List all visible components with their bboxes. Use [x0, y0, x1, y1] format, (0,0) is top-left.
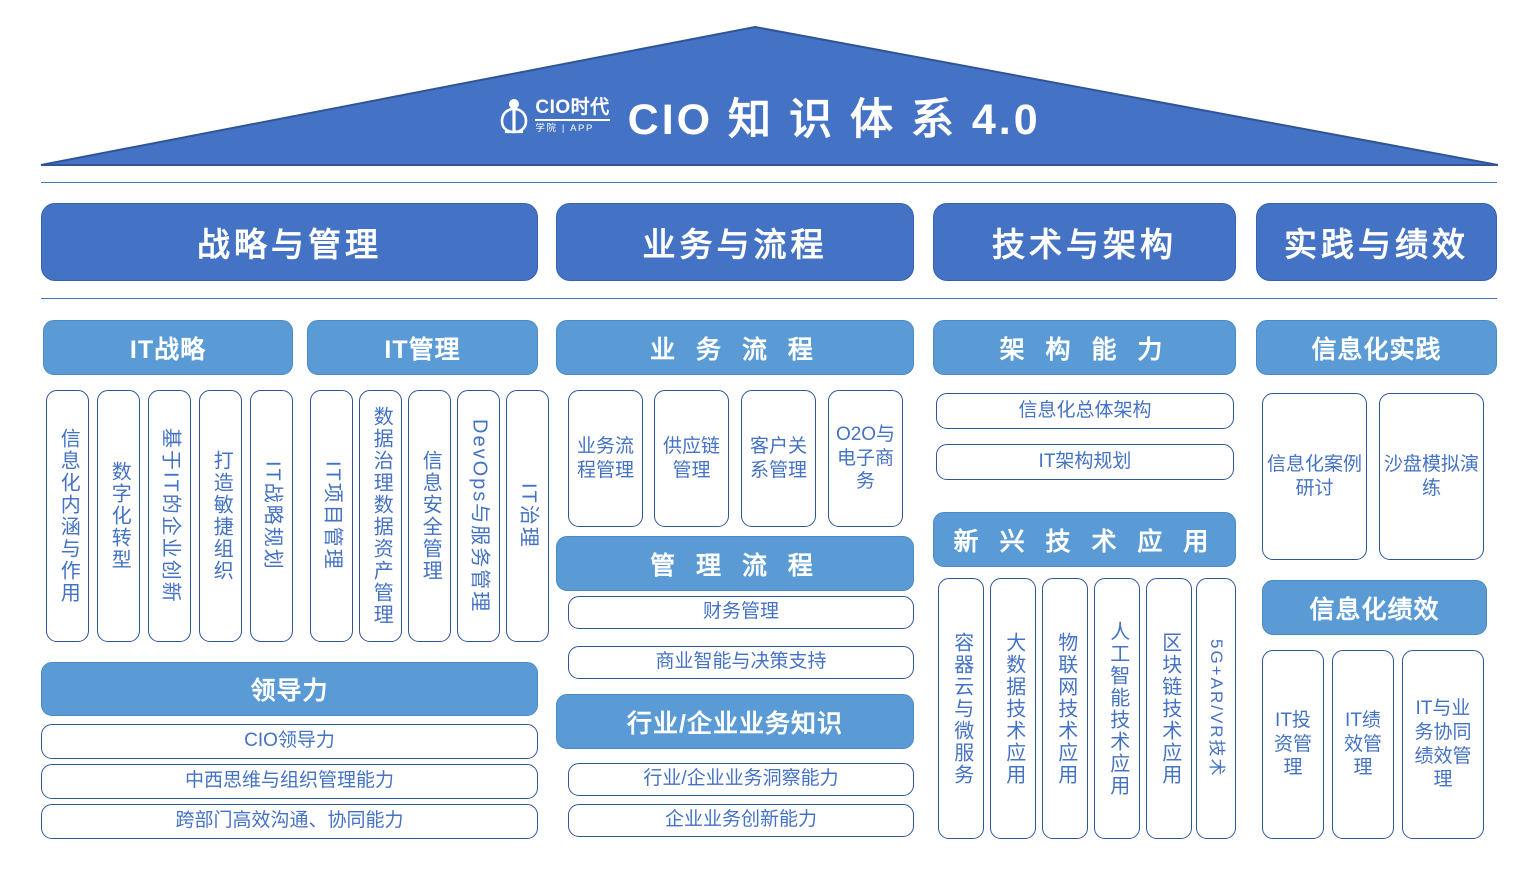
card-it-strategy-3[interactable]: 基于IT的企业创新 — [148, 390, 191, 642]
card-informatization-performance-1[interactable]: IT投资管理 — [1262, 650, 1324, 839]
card-it-strategy-2[interactable]: 数字化转型 — [97, 390, 140, 642]
card-informatization-practice-2[interactable]: 沙盘模拟演练 — [1379, 393, 1484, 560]
card-emerging-tech-6[interactable]: 5G+AR/VR技术 — [1196, 578, 1236, 839]
section-it-management-header[interactable]: IT管理 — [307, 320, 538, 375]
divider-mid — [41, 298, 1497, 299]
pillar-business-process[interactable]: 业务与流程 — [556, 203, 914, 281]
section-informatization-performance-header[interactable]: 信息化绩效 — [1262, 580, 1487, 635]
card-management-process-2[interactable]: 商业智能与决策支持 — [568, 646, 914, 679]
card-emerging-tech-1[interactable]: 容器云与微服务 — [938, 578, 984, 839]
section-leadership-header[interactable]: 领导力 — [41, 662, 538, 716]
pillar-technology-architecture[interactable]: 技术与架构 — [933, 203, 1236, 281]
card-architecture-1[interactable]: 信息化总体架构 — [936, 393, 1234, 429]
card-it-management-5[interactable]: IT治理 — [506, 390, 549, 642]
card-it-management-2[interactable]: 数据治理数据资产管理 — [359, 390, 402, 642]
card-it-management-3[interactable]: 信息安全管理 — [408, 390, 451, 642]
card-emerging-tech-5[interactable]: 区块链技术应用 — [1146, 578, 1192, 839]
card-leadership-3[interactable]: 跨部门高效沟通、协同能力 — [41, 804, 538, 839]
section-architecture-header[interactable]: 架 构 能 力 — [933, 320, 1236, 375]
card-leadership-1[interactable]: CIO领导力 — [41, 724, 538, 759]
pillar-strategy-management[interactable]: 战略与管理 — [41, 203, 538, 281]
card-architecture-2[interactable]: IT架构规划 — [936, 444, 1234, 480]
card-business-process-1[interactable]: 业务流程管理 — [568, 390, 643, 527]
divider-top — [41, 182, 1497, 183]
card-emerging-tech-4[interactable]: 人工智能技术应用 — [1094, 578, 1140, 839]
section-informatization-practice-header[interactable]: 信息化实践 — [1256, 320, 1497, 375]
roof-banner — [0, 0, 1538, 180]
section-industry-knowledge-header[interactable]: 行业/企业业务知识 — [556, 694, 914, 749]
card-informatization-practice-1[interactable]: 信息化案例研讨 — [1262, 393, 1367, 560]
card-emerging-tech-2[interactable]: 大数据技术应用 — [990, 578, 1036, 839]
section-business-process-header[interactable]: 业 务 流 程 — [556, 320, 914, 375]
card-leadership-2[interactable]: 中西思维与组织管理能力 — [41, 764, 538, 799]
card-it-management-4[interactable]: DevOps与服务管理 — [457, 390, 500, 642]
pillar-practice-performance[interactable]: 实践与绩效 — [1256, 203, 1497, 281]
card-management-process-1[interactable]: 财务管理 — [568, 596, 914, 629]
section-management-process-header[interactable]: 管 理 流 程 — [556, 536, 914, 591]
card-informatization-performance-2[interactable]: IT绩效管理 — [1332, 650, 1394, 839]
card-informatization-performance-3[interactable]: IT与业务协同绩效管理 — [1402, 650, 1484, 839]
card-business-process-4[interactable]: O2O与电子商务 — [828, 390, 903, 527]
card-industry-knowledge-1[interactable]: 行业/企业业务洞察能力 — [568, 763, 914, 796]
card-industry-knowledge-2[interactable]: 企业业务创新能力 — [568, 804, 914, 837]
card-business-process-3[interactable]: 客户关系管理 — [741, 390, 816, 527]
card-it-strategy-5[interactable]: IT战略规划 — [250, 390, 293, 642]
card-emerging-tech-3[interactable]: 物联网技术应用 — [1042, 578, 1088, 839]
section-emerging-tech-header[interactable]: 新 兴 技 术 应 用 — [933, 512, 1236, 567]
section-it-strategy-header[interactable]: IT战略 — [43, 320, 293, 375]
card-it-strategy-4[interactable]: 打造敏捷组织 — [199, 390, 242, 642]
card-it-management-1[interactable]: IT项目管理 — [310, 390, 353, 642]
card-it-strategy-1[interactable]: 信息化内涵与作用 — [46, 390, 89, 642]
card-business-process-2[interactable]: 供应链管理 — [654, 390, 729, 527]
